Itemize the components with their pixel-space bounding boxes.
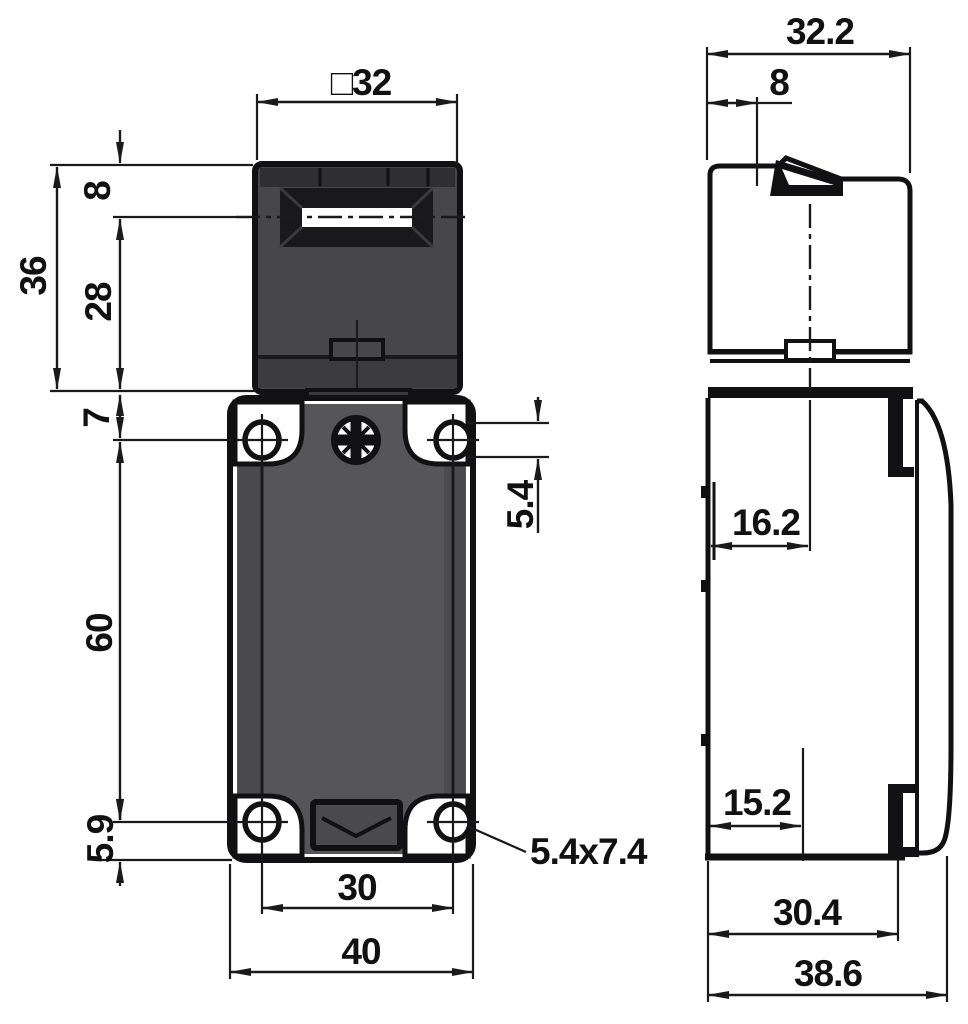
mount-holes: [236, 414, 479, 848]
ext-hole-height: [467, 421, 549, 459]
front-dimensions: □32 8 28 36 7 60 5.9: [13, 62, 649, 979]
dim-head-width: □32: [331, 62, 392, 103]
dim-hole-to-bottom: 5.9: [80, 814, 121, 863]
dim-slot-to-head-base: 28: [78, 282, 119, 322]
side-edge-boss-2: [701, 580, 709, 592]
ext-left-refs: [50, 163, 256, 862]
phillips-cross-diagonals: [341, 425, 371, 455]
cover-chevron: [321, 816, 392, 839]
dim-head-depth: 32.2: [786, 11, 854, 52]
ext-head-depth: [705, 47, 912, 173]
dim-hole-size-callout: 5.4x7.4: [530, 831, 648, 872]
side-edge-boss-1: [701, 486, 709, 498]
side-edge-boss-3: [701, 734, 709, 746]
body-face: [237, 404, 466, 854]
dim-face-to-slot: 8: [769, 62, 789, 103]
side-head-base-band: [708, 387, 908, 398]
dim-body-top-to-hole: 7: [76, 408, 117, 428]
head-top-band: [260, 168, 455, 187]
side-latch-bottom: [888, 784, 917, 857]
side-slot-wedge-opening: [782, 169, 834, 185]
dim-hole-height: 5.4: [500, 479, 541, 529]
side-head: [707, 155, 914, 477]
body-left-shade: [238, 406, 261, 852]
side-view: 32.2 8 16.2 15.2 30.4 38.6: [701, 11, 954, 1002]
dim-overall-depth: 38.6: [794, 953, 862, 994]
center-screw: [331, 415, 381, 465]
dim-head-top-to-slot: 8: [77, 181, 118, 201]
ext-hole-spacing-h: [260, 842, 455, 914]
dim-hole-spacing-v: 60: [79, 613, 120, 653]
head-top-ticks: [318, 168, 430, 186]
side-rear-flap: [917, 398, 954, 856]
hole-crosshairs: [236, 414, 479, 848]
side-head-outline: [707, 155, 913, 355]
front-head: [252, 161, 463, 407]
dim-face-to-center: 16.2: [732, 502, 800, 543]
side-dimensions: 32.2 8 16.2 15.2 30.4 38.6: [705, 11, 949, 1002]
dim-hole-spacing-h: 30: [337, 867, 377, 908]
ext-body-width: [228, 864, 475, 979]
key-slot-bevel: [278, 186, 435, 249]
front-view: □32 8 28 36 7 60 5.9: [13, 62, 649, 979]
ext-head-width: [255, 94, 459, 166]
dim-cable-entry: 15.2: [723, 782, 791, 823]
dim-head-height: 36: [13, 256, 54, 296]
key-slot-opening: [302, 208, 412, 227]
side-latch-top: [888, 387, 914, 477]
dim-body-width: 40: [341, 931, 381, 972]
front-body: [227, 395, 479, 863]
dim-body-depth: 30.4: [773, 892, 842, 933]
cover-outline: [310, 799, 403, 851]
callout-leader: [466, 824, 527, 854]
cable-entry-cover: [310, 799, 403, 851]
